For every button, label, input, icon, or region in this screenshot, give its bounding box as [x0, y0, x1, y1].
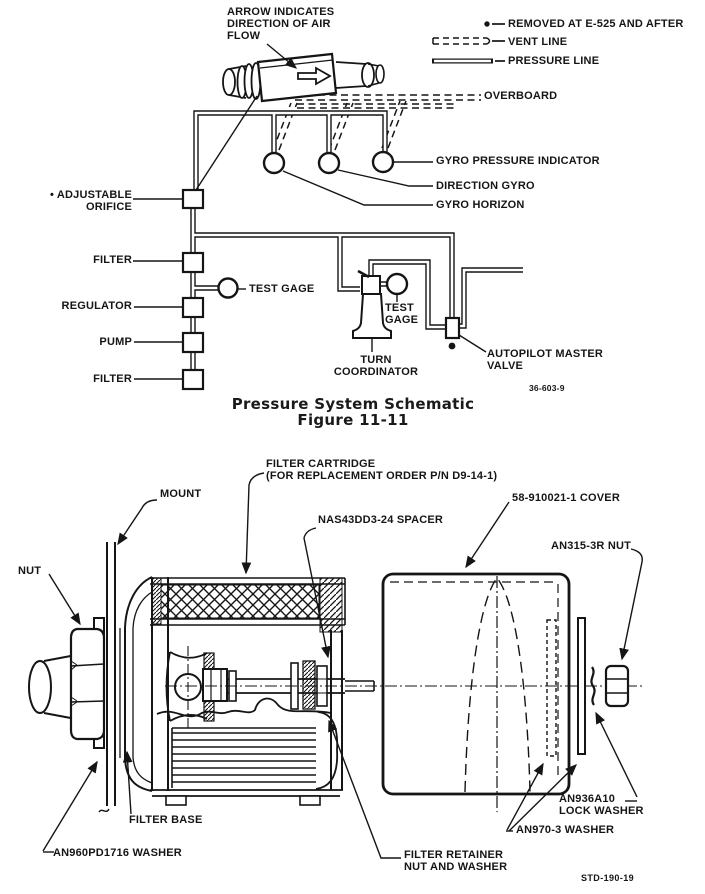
legend-vent-label: VENT LINE: [508, 36, 568, 48]
label-filter-bottom: FILTER: [93, 373, 132, 385]
mount-plate: [98, 542, 116, 813]
pressure-schematic-drawing: [133, 21, 523, 391]
housing-right-wall: [330, 630, 343, 790]
legend-pressure-label: PRESSURE LINE: [508, 55, 600, 67]
turn-coordinator-symbol: [352, 269, 392, 352]
label-test-gage-left: TEST GAGE: [249, 283, 315, 295]
filter-assembly-drawing: [28, 472, 645, 859]
figure1-drawing-number: 36-603-9: [529, 383, 565, 393]
label-an960-washer: AN960PD1716 WASHER: [53, 847, 182, 859]
label-regulator: REGULATOR: [61, 300, 132, 312]
gyro-instrument-circles: [262, 150, 395, 175]
left-hex-nut: [69, 627, 106, 741]
label-pump: PUMP: [99, 336, 132, 348]
label-filter-top: FILTER: [93, 254, 132, 266]
flow-direction-note: ARROW INDICATES DIRECTION OF AIR FLOW: [227, 6, 335, 42]
label-gyro-horizon: GYRO HORIZON: [436, 199, 525, 211]
an970-washer-solid: [577, 617, 586, 755]
filter-cartridge-part: [150, 577, 346, 633]
label-nut: NUT: [18, 565, 42, 577]
shaft-nut: [202, 668, 237, 702]
figure1-caption-number: Figure 11-11: [297, 411, 409, 429]
casting-profile: [156, 697, 332, 718]
label-overboard: OVERBOARD: [484, 90, 558, 102]
label-spacer: NAS43DD3-24 SPACER: [318, 514, 444, 526]
label-adjustable-orifice: • ADJUSTABLE ORIFICE: [49, 189, 132, 213]
autopilot-master-valve-symbol: [444, 316, 461, 350]
vent-line-symbol: [432, 37, 505, 45]
an315-nut-part: [604, 664, 630, 708]
label-gyro-pressure-indicator: GYRO PRESSURE INDICATOR: [436, 155, 600, 167]
test-gage-right-circle: [385, 272, 409, 296]
legend-symbols: [432, 21, 505, 64]
vent-lines: [272, 94, 481, 151]
leader-lines: [133, 43, 487, 380]
label-an970-washer: AN970-3 WASHER: [516, 824, 615, 836]
stud-end: [28, 654, 77, 720]
label-test-gage-right: TEST GAGE: [385, 302, 419, 326]
label-filter-retainer: FILTER RETAINER NUT AND WASHER: [404, 849, 508, 873]
louver-element: [171, 711, 339, 790]
figure2-drawing-number: STD-190-19: [581, 873, 635, 883]
label-direction-gyro: DIRECTION GYRO: [436, 180, 535, 192]
pressure-pipes: [190, 110, 523, 370]
legend-removed-label: REMOVED AT E-525 AND AFTER: [508, 18, 684, 30]
figure1-caption-title: Pressure System Schematic: [231, 395, 475, 413]
label-filter-cartridge: FILTER CARTRIDGE (FOR REPLACEMENT ORDER …: [266, 458, 498, 482]
test-gage-left-circle: [217, 277, 239, 299]
component-boxes: [181, 188, 205, 391]
adjustable-orifice-drawing: [222, 52, 385, 103]
assembly-leader-lines: [42, 472, 643, 859]
retainer-washer-stack: [290, 660, 328, 710]
air-flow-arrow-icon: [297, 66, 332, 86]
label-cover: 58-910021-1 COVER: [512, 492, 620, 504]
label-autopilot-master-valve: AUTOPILOT MASTER VALVE: [487, 348, 604, 372]
label-an936-lock-washer: AN936A10 LOCK WASHER: [559, 793, 644, 817]
cover-part: [381, 572, 571, 812]
an970-washer-hidden: [546, 619, 557, 757]
label-turn-coordinator: TURN COORDINATOR: [333, 354, 419, 378]
label-mount: MOUNT: [160, 488, 202, 500]
label-filter-base: FILTER BASE: [129, 814, 203, 826]
removed-bullet-icon: [484, 21, 490, 27]
lock-washer-part: [590, 666, 596, 706]
base-bottom: [150, 789, 343, 806]
label-an315-nut: AN315-3R NUT: [551, 540, 632, 552]
